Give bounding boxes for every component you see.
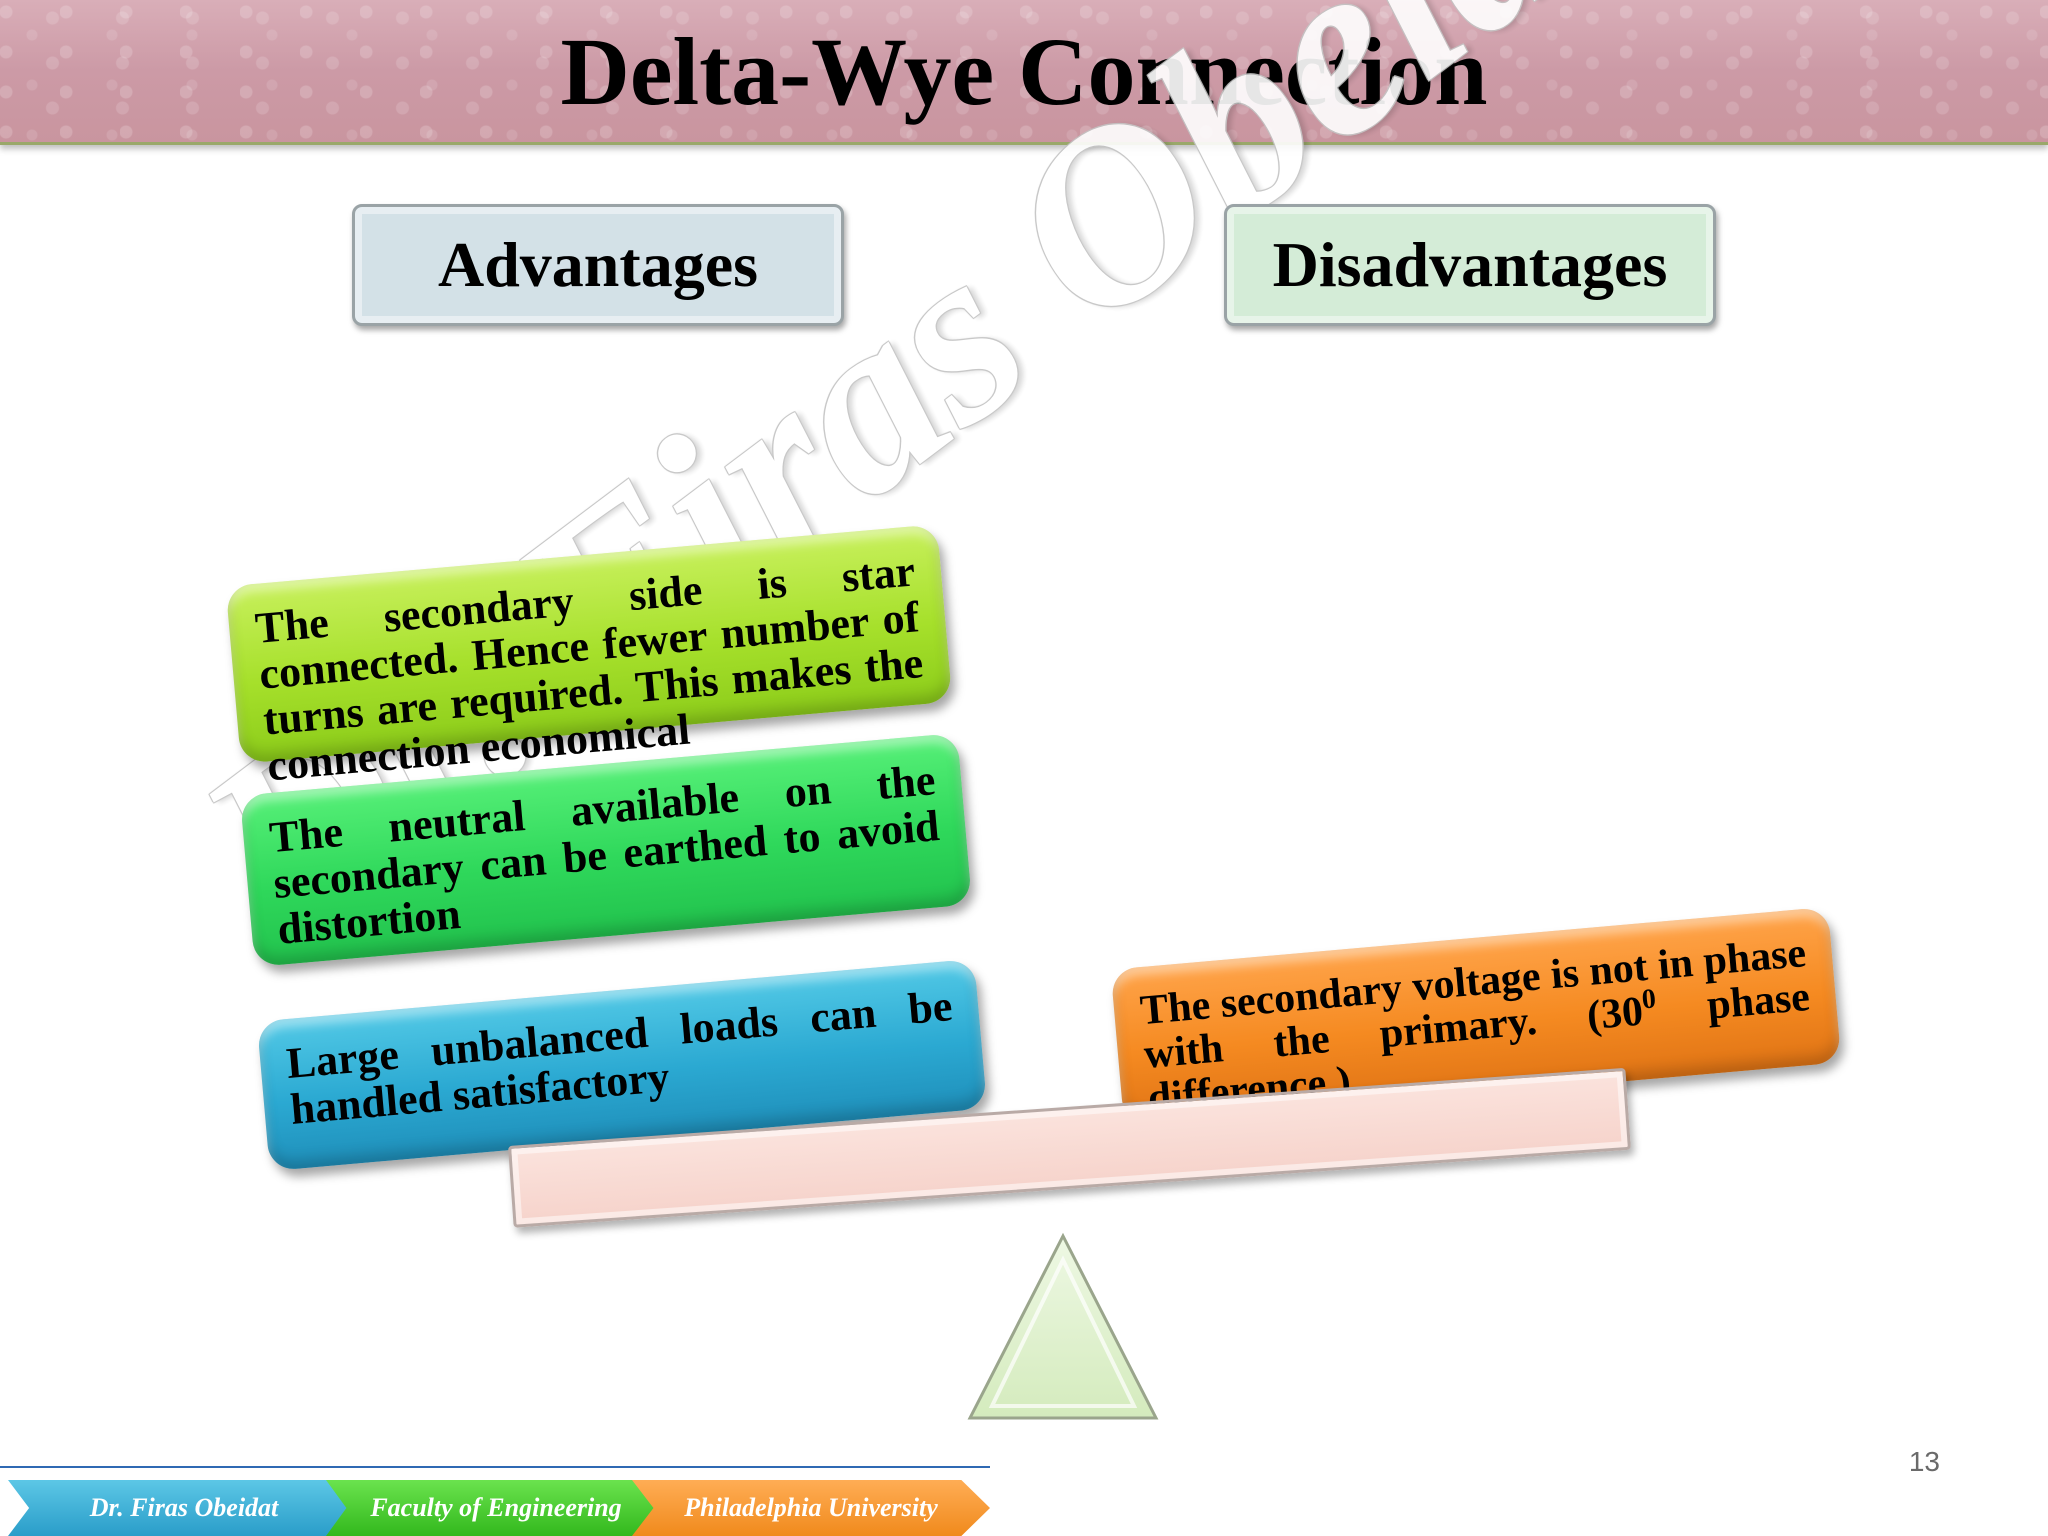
advantage-card: The secondary side is star connected. He… <box>225 524 953 790</box>
advantages-header: Advantages <box>352 204 844 326</box>
footer-tab-faculty: Faculty of Engineering <box>326 1480 666 1536</box>
footer-divider <box>0 1466 990 1468</box>
footer-tab-university: Philadelphia University <box>632 1480 990 1536</box>
footer-tab-author: Dr. Firas Obeidat <box>8 1480 360 1536</box>
page-number: 13 <box>1908 1446 1940 1477</box>
fulcrum-triangle <box>967 1232 1159 1420</box>
title-bar: Delta-Wye Connection <box>0 0 2048 145</box>
slide-title: Delta-Wye Connection <box>560 18 1488 125</box>
disadvantages-header: Disadvantages <box>1224 204 1716 326</box>
